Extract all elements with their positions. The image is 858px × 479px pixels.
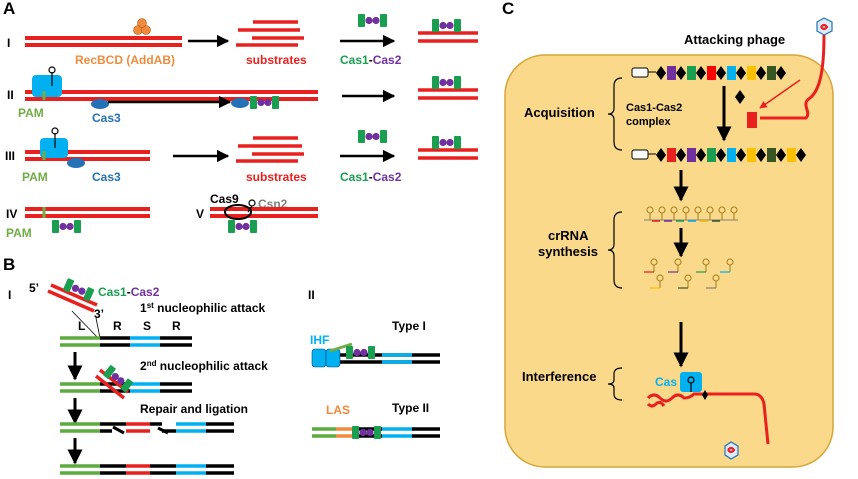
type2-locus <box>312 426 440 439</box>
lsr-label-s: S <box>143 319 151 333</box>
ihf-label: IHF <box>310 333 329 347</box>
crispr-locus-final <box>60 464 234 475</box>
row-ii-label: II <box>7 88 14 102</box>
attack-line-1 <box>71 310 99 339</box>
cas3-icon-iii <box>67 158 85 168</box>
phage-icon-top <box>760 17 833 120</box>
cas3-icon-ii <box>91 99 109 109</box>
attack-line-2 <box>95 317 101 339</box>
cas-effector-complex <box>680 372 702 392</box>
crispr-array-expanded <box>631 148 806 162</box>
row-v-label: V <box>196 207 204 221</box>
recbcd-icon <box>133 18 151 35</box>
substrate-fragments-i <box>236 20 304 47</box>
cas3-label-ii: Cas3 <box>92 111 121 125</box>
crispr-locus-step1 <box>60 336 192 347</box>
cas3-label-iii: Cas3 <box>92 170 121 184</box>
step1-label: 1st nucleophilic attack <box>140 301 266 315</box>
panel-b-sub-i: I <box>8 288 11 302</box>
crispr-array-top <box>631 66 786 80</box>
crrna-label-2: synthesis <box>538 244 598 259</box>
integrated-substrate-ii <box>418 76 478 100</box>
interference-label: Interference <box>522 369 596 384</box>
panel-a-label: A <box>3 0 15 18</box>
lsr-label-l: L <box>78 319 85 333</box>
complex-label-2: complex <box>626 116 672 128</box>
dna-duplex-row-i <box>25 36 182 47</box>
substrates-label-iii: substrates <box>246 170 307 184</box>
degraded-phage-dna <box>646 390 770 460</box>
lsr-label-r1: R <box>113 319 122 333</box>
cas1-cas2-on-dna-v <box>228 220 257 233</box>
three-prime-label: 3’ <box>94 307 104 321</box>
pam-label-iii: PAM <box>22 170 48 184</box>
substrates-label-i: substrates <box>246 53 307 67</box>
pre-crrna-transcript <box>644 206 738 222</box>
cas1-cas2-label-iii: Cas1-Cas2 <box>340 170 402 184</box>
cas1-cas2-label-i: Cas1-Cas2 <box>340 53 402 67</box>
acquisition-brace <box>607 77 623 151</box>
pam-label-iv: PAM <box>6 226 32 240</box>
recbcd-label: RecBCD (AddAB) <box>75 53 175 67</box>
mature-crrnas <box>644 258 734 289</box>
acquisition-label: Acquisition <box>524 105 595 120</box>
type2-label: Type II <box>392 401 429 415</box>
crispr-locus-step2 <box>60 364 192 400</box>
step3-label: Repair and ligation <box>140 402 248 416</box>
row-iii-label: III <box>5 149 15 163</box>
attacking-phage-label: Attacking phage <box>684 32 785 47</box>
type1-label: Type I <box>392 319 426 333</box>
cas-label: Cas <box>655 375 677 389</box>
complex-label-1: Cas1-Cas2 <box>626 102 682 114</box>
dna-duplex-row-iv <box>25 207 150 233</box>
cas9-label: Cas9 <box>210 192 239 206</box>
crrna-brace <box>607 211 623 289</box>
pam-label-ii: PAM <box>18 106 44 120</box>
type1-locus <box>311 342 440 368</box>
dna-duplex-row-ii <box>25 90 318 101</box>
cas1-cas2-complex-icon <box>358 14 387 27</box>
cas9-icon <box>224 199 256 220</box>
spacer-substrate-icon <box>47 277 98 313</box>
panel-b-label: B <box>3 255 15 274</box>
panel-b-sub-ii: II <box>308 288 315 302</box>
row-iv-label: IV <box>6 207 17 221</box>
cas3-icon-ii-end <box>231 98 249 108</box>
cas1-cas2-label-b: Cas1-Cas2 <box>98 285 160 299</box>
panel-c-label: C <box>502 0 514 18</box>
interference-brace <box>607 367 623 401</box>
repeat-diamond-free <box>735 90 745 104</box>
integrated-substrate-i <box>418 19 478 43</box>
crrna-label-1: crRNA <box>548 228 589 243</box>
cas1-cas2-complex-icon-iii <box>358 130 387 143</box>
las-label: LAS <box>326 403 350 417</box>
lsr-label-r2: R <box>172 319 181 333</box>
new-spacer-icon <box>747 112 757 128</box>
step2-label: 2nd nucleophilic attack <box>140 359 268 373</box>
phage-to-spacer-arrow <box>759 79 801 109</box>
crispr-locus-step3 <box>60 422 234 435</box>
cascade-complex-icon-iii <box>40 127 68 160</box>
substrate-fragments-iii <box>236 136 304 163</box>
five-prime-label: 5’ <box>29 281 39 295</box>
cascade-complex-icon <box>32 66 62 100</box>
integrated-substrate-iii <box>418 136 478 160</box>
row-i-label: I <box>7 36 10 50</box>
